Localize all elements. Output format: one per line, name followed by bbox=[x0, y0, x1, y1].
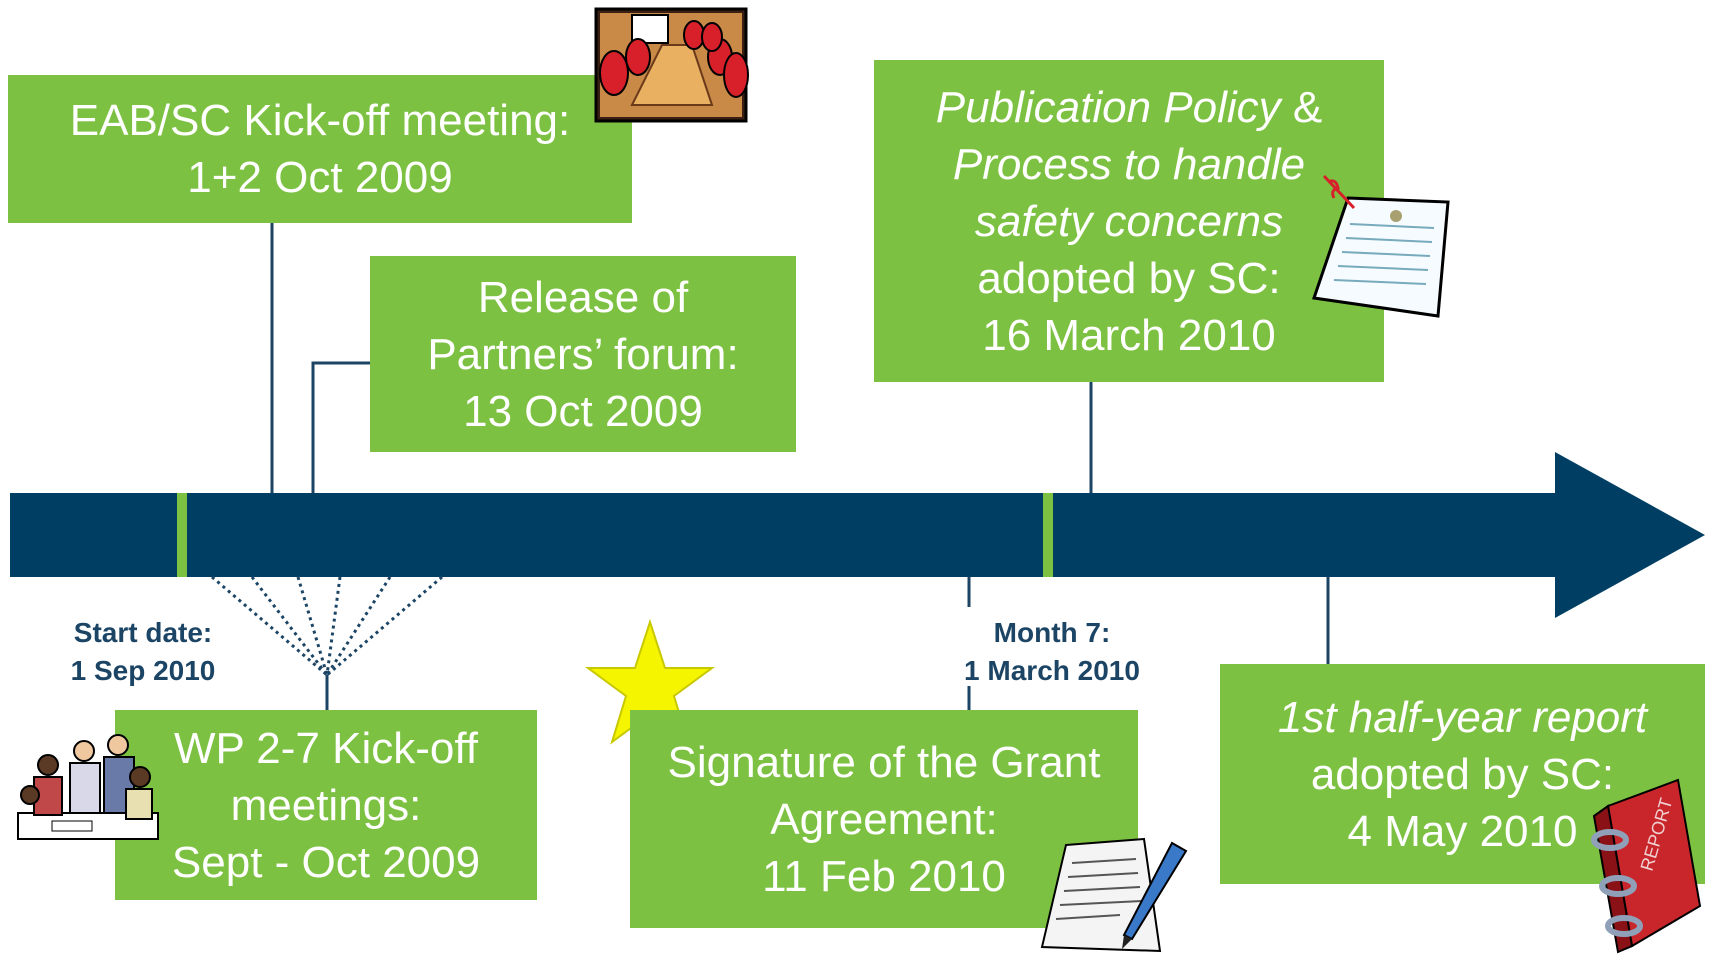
report-line3: 4 May 2010 bbox=[1347, 806, 1578, 856]
team-meeting-icon bbox=[17, 734, 159, 840]
report-line2: adopted by SC: bbox=[1310, 749, 1615, 799]
publication-line2: Process to handle bbox=[952, 139, 1306, 189]
wp-line2: meetings: bbox=[230, 780, 422, 830]
publication-line1: Publication Policy & bbox=[936, 79, 1322, 136]
grant-line2: Agreement: bbox=[770, 794, 998, 844]
grant-line3: 11 Feb 2010 bbox=[762, 851, 1006, 901]
connector-partners bbox=[311, 361, 370, 493]
publication-line3: safety concerns bbox=[974, 196, 1284, 246]
publication-policy-text: Publication Policy bbox=[935, 82, 1281, 132]
partners-line1: Release of bbox=[477, 272, 689, 322]
eab-line1: EAB/SC Kick-off meeting: bbox=[69, 96, 571, 145]
month7-label: Month 7: 1 March 2010 bbox=[945, 614, 1159, 690]
start-label-line2: 1 Sep 2010 bbox=[70, 655, 216, 686]
publication-line5: 16 March 2010 bbox=[982, 310, 1276, 360]
eab-line2: 1+2 Oct 2009 bbox=[187, 153, 453, 202]
event-partners-forum: Release of Partners’ forum: 13 Oct 2009 bbox=[370, 256, 796, 452]
start-date-label: Start date: 1 Sep 2010 bbox=[48, 614, 238, 690]
partners-line2: Partners’ forum: bbox=[427, 329, 739, 379]
start-tick bbox=[177, 493, 187, 577]
month7-label-line2: 1 March 2010 bbox=[964, 655, 1140, 686]
timeline-bar bbox=[10, 493, 1560, 577]
wp-line1: WP 2-7 Kick-off bbox=[173, 723, 479, 773]
report-line1: 1st half-year report bbox=[1277, 692, 1648, 742]
start-label-line1: Start date: bbox=[73, 617, 213, 648]
wp-fan-lines bbox=[211, 575, 443, 677]
publication-line4: adopted by SC: bbox=[977, 253, 1281, 303]
meeting-room-icon bbox=[594, 7, 749, 123]
event-publication-policy: Publication Policy & Process to handle s… bbox=[874, 60, 1384, 382]
publication-ampersand: & bbox=[1280, 82, 1323, 132]
grant-line1: Signature of the Grant bbox=[667, 737, 1101, 787]
event-grant-signature: Signature of the Grant Agreement: 11 Feb… bbox=[630, 710, 1138, 928]
report-binder-icon: REPORT bbox=[1591, 778, 1702, 954]
month7-label-line1: Month 7: bbox=[993, 617, 1111, 648]
wp-line3: Sept - Oct 2009 bbox=[171, 837, 481, 887]
document-pin-icon bbox=[1311, 174, 1450, 318]
month7-tick bbox=[1043, 493, 1053, 577]
timeline-arrowhead bbox=[1555, 452, 1705, 618]
partners-line3: 13 Oct 2009 bbox=[463, 386, 703, 436]
signing-contract-icon bbox=[1040, 837, 1188, 953]
event-wp-kickoff: WP 2-7 Kick-off meetings: Sept - Oct 200… bbox=[115, 710, 537, 900]
event-eab-kickoff: EAB/SC Kick-off meeting: 1+2 Oct 2009 bbox=[8, 75, 632, 223]
